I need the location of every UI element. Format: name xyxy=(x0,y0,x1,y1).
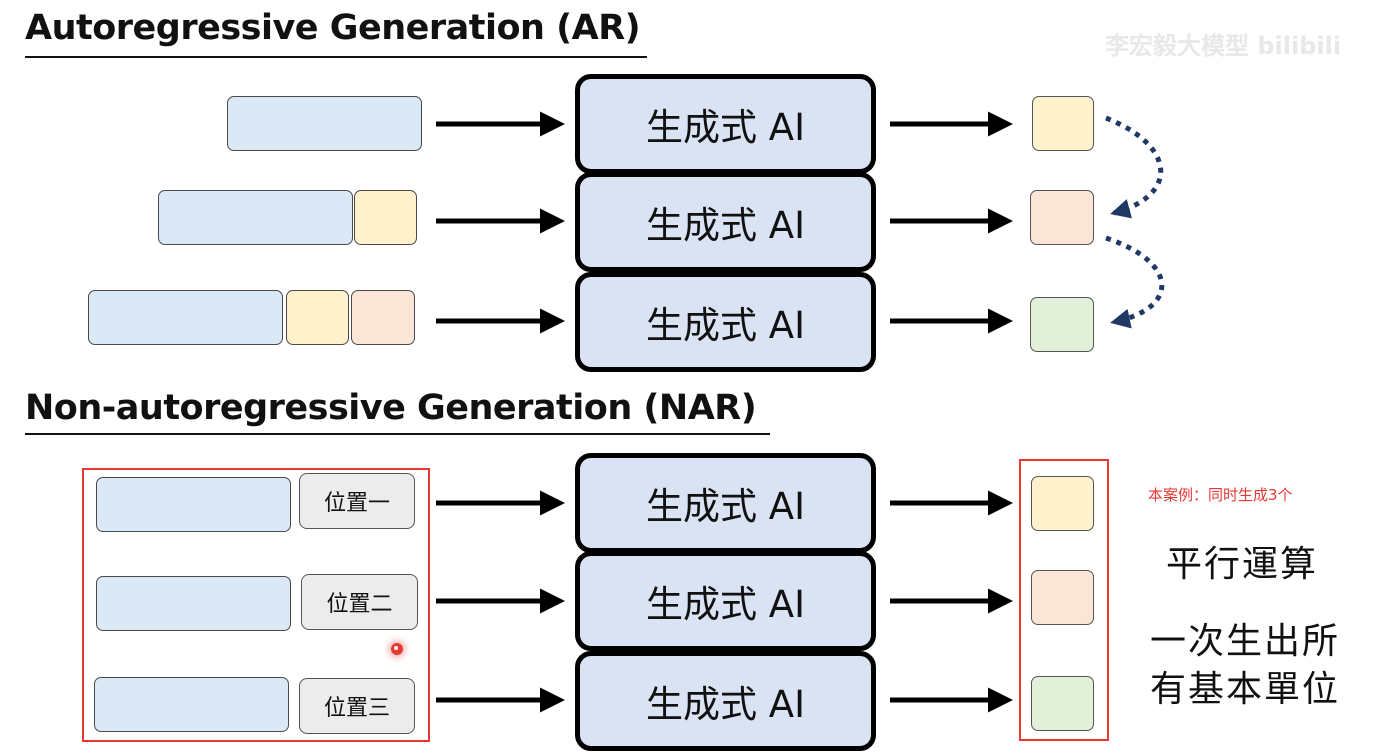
ar-row2-input xyxy=(158,190,353,245)
nar-outputs-highlight xyxy=(1019,459,1109,741)
all-units-label-line2: 有基本單位 xyxy=(1150,669,1341,710)
nar-heading-underline xyxy=(25,433,770,435)
nar-row3-output-token xyxy=(1031,676,1094,731)
ar-row3-output-token xyxy=(1030,297,1094,352)
ar-row1-ai-block: 生成式 AI xyxy=(575,74,876,174)
nar-row1-input xyxy=(96,477,291,532)
nar-heading: Non-autoregressive Generation (NAR) xyxy=(25,388,757,428)
nar-row3-ai-block: 生成式 AI xyxy=(575,651,876,751)
ar-feedback-arrow-1 xyxy=(1105,115,1164,219)
ar-row3-input xyxy=(88,290,283,345)
ar-row3-fed-token-1 xyxy=(286,290,349,345)
all-units-label-line1: 一次生出所 xyxy=(1150,621,1341,662)
nar-row2-ai-label: 生成式 AI xyxy=(646,583,805,626)
ar-row3-fed-token-2 xyxy=(351,290,415,345)
ar-row1-ai-label: 生成式 AI xyxy=(646,106,805,149)
cursor-indicator xyxy=(391,643,403,655)
ar-row2-output-token xyxy=(1030,190,1094,245)
ar-feedback-arrow-2 xyxy=(1105,235,1165,329)
ar-row3-ai-block: 生成式 AI xyxy=(575,272,876,372)
ar-heading: Autoregressive Generation (AR) xyxy=(25,8,641,48)
ar-row1-input xyxy=(227,96,422,151)
ar-row3-ai-label: 生成式 AI xyxy=(646,304,805,347)
nar-row2-ai-block: 生成式 AI xyxy=(575,551,876,651)
nar-row1-position-token: 位置一 xyxy=(299,473,415,529)
case-note: 本案例：同时生成3个 xyxy=(1148,486,1293,504)
nar-row3-position-token: 位置三 xyxy=(299,678,415,734)
ar-heading-underline xyxy=(25,56,647,58)
ar-row2-fed-token-1 xyxy=(354,190,417,245)
ar-row2-ai-block: 生成式 AI xyxy=(575,172,876,272)
ar-row2-ai-label: 生成式 AI xyxy=(646,204,805,247)
nar-row3-input xyxy=(94,677,289,732)
nar-row1-ai-label: 生成式 AI xyxy=(646,485,805,528)
ar-row1-output-token xyxy=(1032,96,1094,151)
parallel-compute-label: 平行運算 xyxy=(1166,544,1319,585)
nar-row2-input xyxy=(96,576,291,631)
nar-inputs-highlight xyxy=(82,468,430,742)
watermark: 李宏毅大模型 bilibili xyxy=(1105,32,1342,60)
nar-row2-output-token xyxy=(1031,570,1094,625)
nar-row3-ai-label: 生成式 AI xyxy=(646,683,805,726)
nar-row2-position-token: 位置二 xyxy=(301,574,418,630)
nar-row1-ai-block: 生成式 AI xyxy=(575,453,876,553)
nar-row1-output-token xyxy=(1031,476,1094,531)
